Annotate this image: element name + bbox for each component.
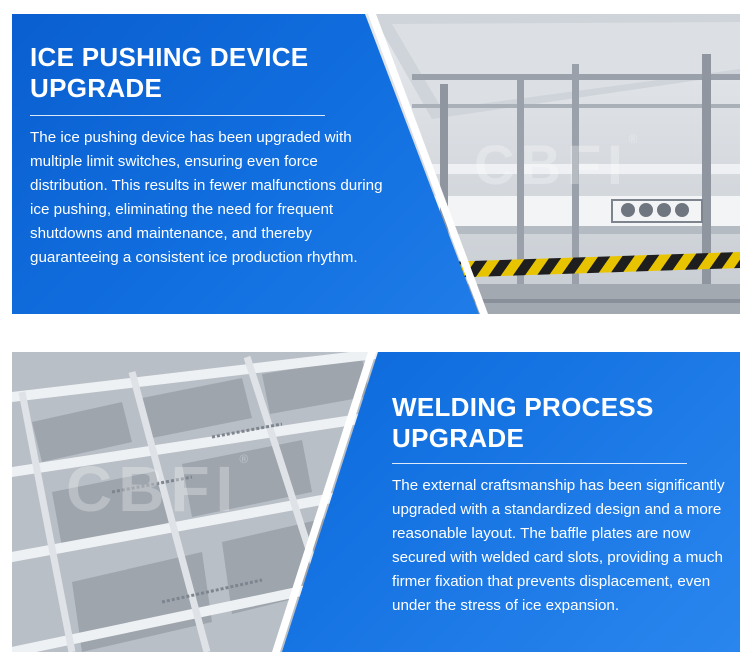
title-divider — [392, 463, 687, 464]
section-title: WELDING PROCESS UPGRADE — [392, 392, 654, 453]
ice-pushing-device-section: CBFI® ICE PUSHING DEVICE UPGRADE The ice… — [12, 14, 740, 314]
title-divider — [30, 115, 325, 116]
section-description: The ice pushing device has been upgraded… — [30, 129, 383, 266]
section-description: The external craftsmanship has been sign… — [392, 477, 725, 614]
section-title: ICE PUSHING DEVICE UPGRADE — [30, 42, 309, 103]
welding-process-section: CBFI® WELDING PROCESS UPGRADE The extern… — [12, 352, 740, 652]
